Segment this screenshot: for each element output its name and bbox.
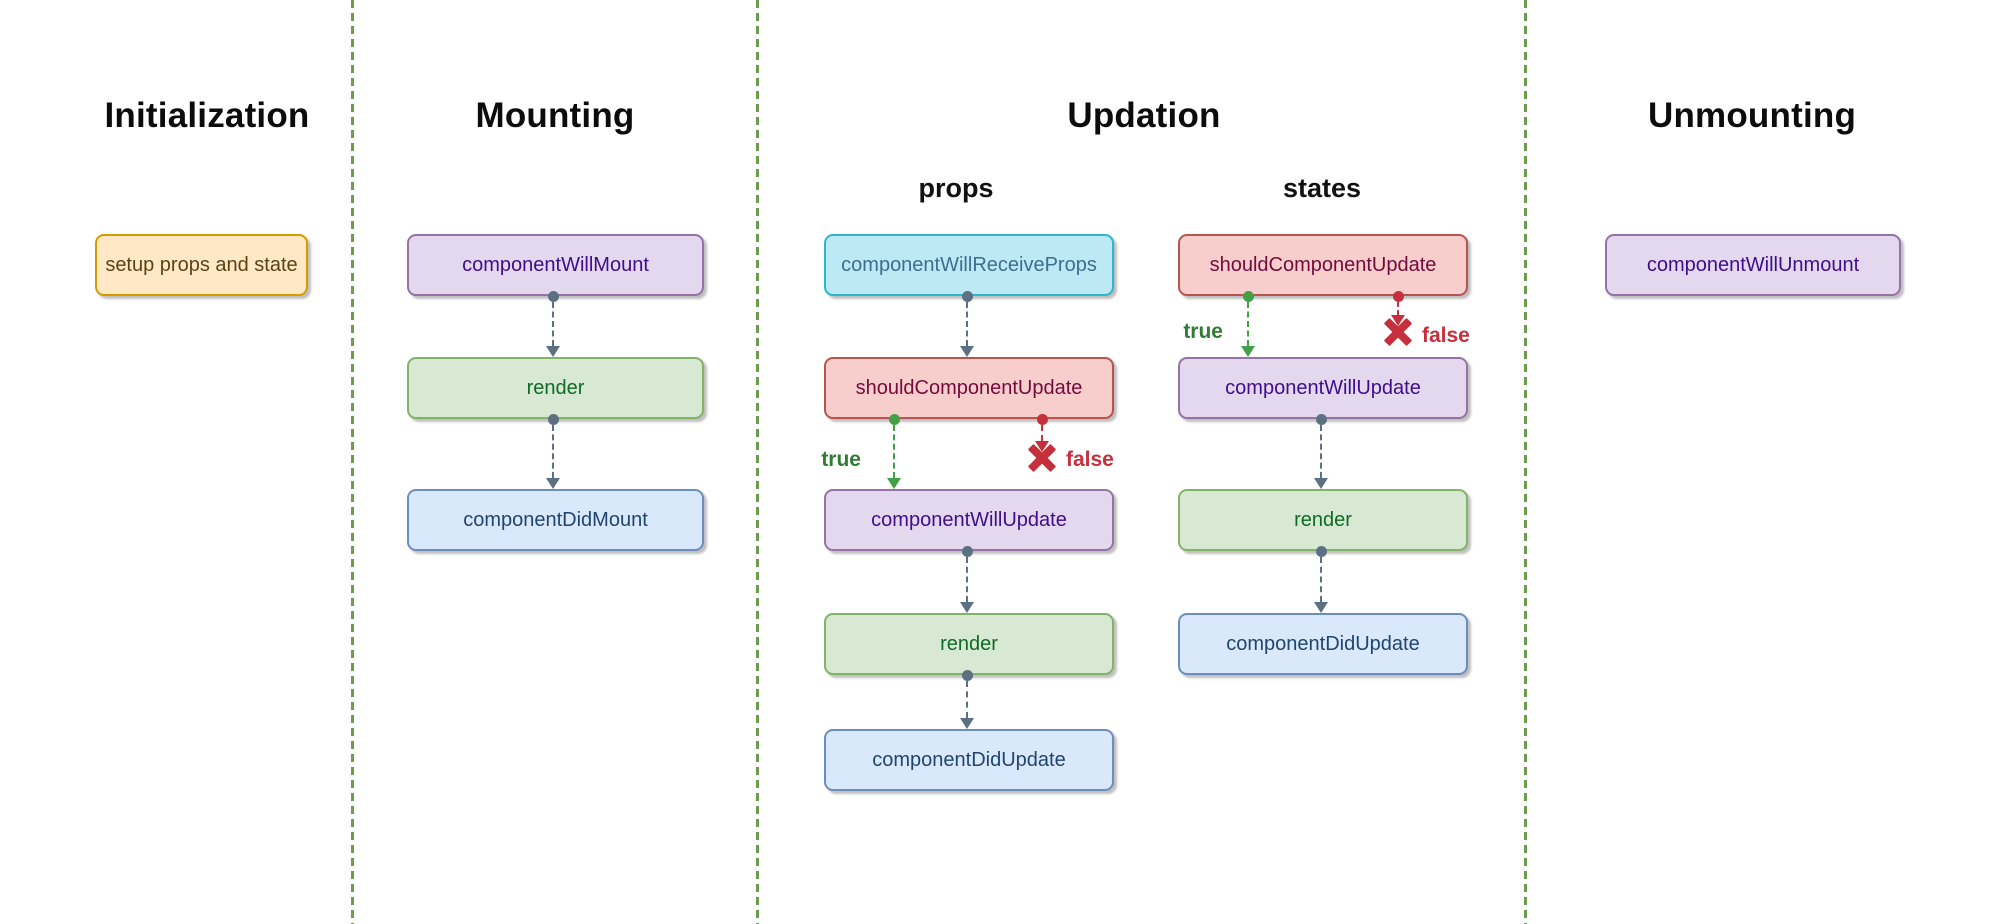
connector-arrow xyxy=(1310,546,1332,613)
node-component-will-mount: componentWillMount xyxy=(407,234,704,296)
arrowhead-down-icon xyxy=(960,718,974,729)
false-x-icon xyxy=(1384,318,1412,346)
connector-dot-icon xyxy=(1315,414,1327,425)
arrowhead-down-icon xyxy=(960,602,974,613)
dashed-line xyxy=(1041,425,1043,441)
phase-title-updation: Updation xyxy=(1067,96,1221,135)
node-render: render xyxy=(407,357,704,419)
node-component-did-update: componentDidUpdate xyxy=(824,729,1114,791)
connector-dot-icon xyxy=(1392,291,1404,302)
node-component-will-unmount: componentWillUnmount xyxy=(1605,234,1901,296)
true-branch-arrow xyxy=(883,414,905,489)
connector-dot-icon xyxy=(961,546,973,557)
arrowhead-down-icon xyxy=(546,478,560,489)
connector-arrow xyxy=(542,291,564,357)
connector-dot-icon xyxy=(1242,291,1254,302)
connector-dot-icon xyxy=(1036,414,1048,425)
node-component-will-receive-props: componentWillReceiveProps xyxy=(824,234,1114,296)
connector-dot-icon xyxy=(961,291,973,302)
node-should-component-update: shouldComponentUpdate xyxy=(824,357,1114,419)
column-divider xyxy=(351,0,354,924)
connector-arrow xyxy=(542,414,564,489)
node-render: render xyxy=(1178,489,1468,551)
connector-arrow xyxy=(956,546,978,613)
dashed-line xyxy=(1397,302,1399,315)
node-setup-props-and-state: setup props and state xyxy=(95,234,308,296)
node-render: render xyxy=(824,613,1114,675)
dashed-line xyxy=(966,302,968,346)
phase-title-mounting: Mounting xyxy=(475,96,635,135)
connector-dot-icon xyxy=(547,414,559,425)
connector-dot-icon xyxy=(888,414,900,425)
arrowhead-down-icon xyxy=(1314,602,1328,613)
arrowhead-down-icon xyxy=(546,346,560,357)
dashed-line xyxy=(1247,302,1249,346)
dashed-line xyxy=(1320,557,1322,602)
node-component-did-mount: componentDidMount xyxy=(407,489,704,551)
connector-dot-icon xyxy=(1315,546,1327,557)
dashed-line xyxy=(552,302,554,346)
true-label: true xyxy=(1183,320,1223,343)
subheader-states: states xyxy=(1282,173,1362,203)
node-component-will-update: componentWillUpdate xyxy=(1178,357,1468,419)
connector-arrow xyxy=(1310,414,1332,489)
false-branch-arrow xyxy=(1031,414,1053,472)
phase-title-unmounting: Unmounting xyxy=(1647,96,1857,135)
connector-arrow xyxy=(956,670,978,729)
connector-dot-icon xyxy=(547,291,559,302)
phase-title-initialization: Initialization xyxy=(104,96,310,135)
false-branch-arrow xyxy=(1387,291,1409,346)
arrowhead-down-icon xyxy=(1314,478,1328,489)
dashed-line xyxy=(966,681,968,718)
false-x-icon xyxy=(1028,444,1056,472)
false-label: false xyxy=(1066,448,1114,471)
dashed-line xyxy=(552,425,554,478)
subheader-props: props xyxy=(918,173,994,203)
true-label: true xyxy=(821,448,861,471)
dashed-line xyxy=(966,557,968,602)
arrowhead-down-icon xyxy=(1241,346,1255,357)
dashed-line xyxy=(1320,425,1322,478)
node-component-did-update: componentDidUpdate xyxy=(1178,613,1468,675)
dashed-line xyxy=(893,425,895,478)
false-label: false xyxy=(1422,324,1470,347)
node-should-component-update: shouldComponentUpdate xyxy=(1178,234,1468,296)
connector-dot-icon xyxy=(961,670,973,681)
arrowhead-down-icon xyxy=(887,478,901,489)
true-branch-arrow xyxy=(1237,291,1259,357)
column-divider xyxy=(756,0,759,924)
node-component-will-update: componentWillUpdate xyxy=(824,489,1114,551)
arrowhead-down-icon xyxy=(960,346,974,357)
connector-arrow xyxy=(956,291,978,357)
column-divider xyxy=(1524,0,1527,924)
